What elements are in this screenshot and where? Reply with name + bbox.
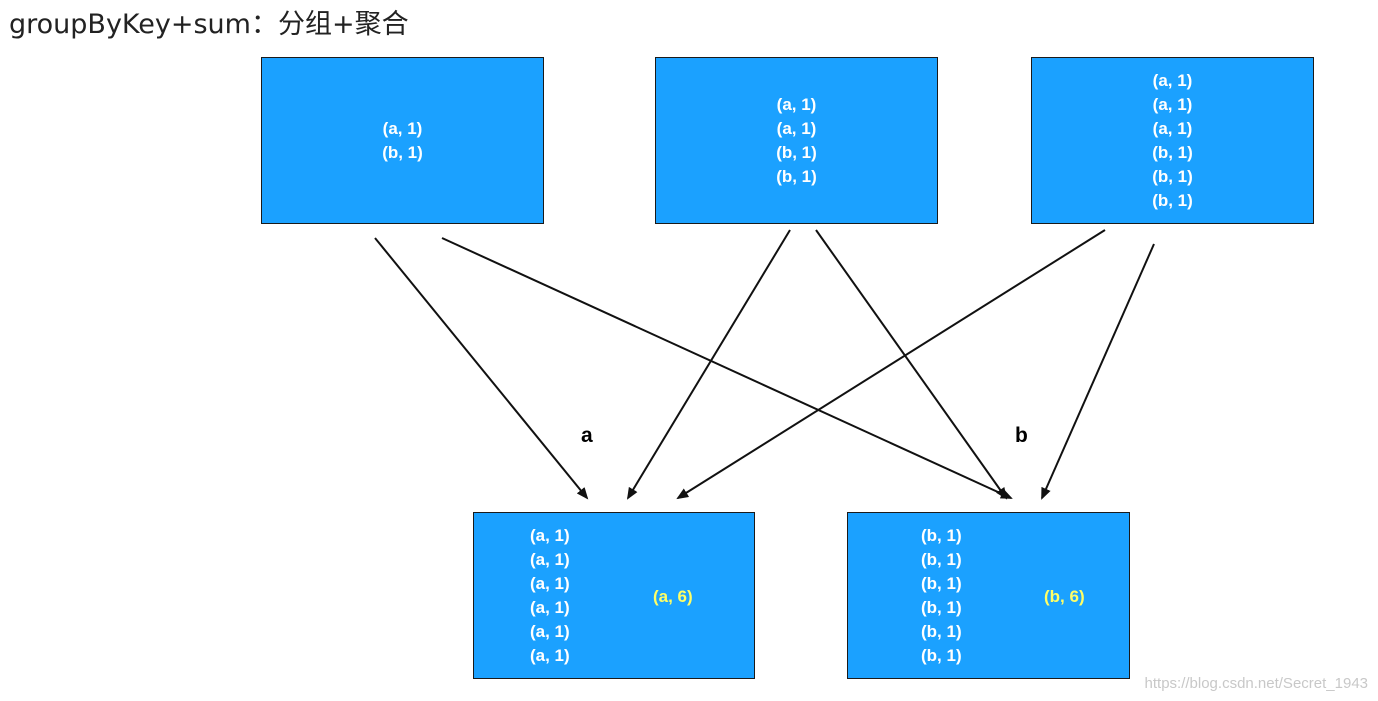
record: (b, 1) bbox=[921, 597, 962, 617]
record: (a, 1) bbox=[382, 118, 423, 138]
arrow-p3-to-a bbox=[676, 229, 1106, 500]
record: (a, 1) bbox=[1152, 118, 1193, 138]
record: (a, 1) bbox=[530, 621, 570, 641]
arrow-p2-to-a bbox=[626, 229, 791, 500]
group-box-a: (a, 1) (a, 1) (a, 1) (a, 1) (a, 1) (a, 1… bbox=[473, 512, 755, 679]
record: (a, 1) bbox=[530, 525, 570, 545]
partition-3-records: (a, 1) (a, 1) (a, 1) (b, 1) (b, 1) (b, 1… bbox=[1032, 58, 1313, 223]
partition-1-records: (a, 1) (b, 1) bbox=[262, 58, 543, 223]
group-b-records: (b, 1) (b, 1) (b, 1) (b, 1) (b, 1) (b, 1… bbox=[921, 513, 962, 678]
record: (b, 1) bbox=[921, 549, 962, 569]
record: (a, 1) bbox=[530, 645, 570, 665]
watermark: https://blog.csdn.net/Secret_1943 bbox=[1144, 675, 1368, 692]
arrow-p1-to-a bbox=[374, 237, 589, 500]
arrow-p1-to-b bbox=[441, 237, 1013, 499]
record: (b, 1) bbox=[921, 645, 962, 665]
partition-box-2: (a, 1) (a, 1) (b, 1) (b, 1) bbox=[655, 57, 938, 224]
record: (b, 1) bbox=[921, 621, 962, 641]
record: (b, 1) bbox=[382, 142, 423, 162]
record: (a, 1) bbox=[776, 94, 817, 114]
group-box-b: (b, 1) (b, 1) (b, 1) (b, 1) (b, 1) (b, 1… bbox=[847, 512, 1130, 679]
partition-box-1: (a, 1) (b, 1) bbox=[261, 57, 544, 224]
record: (a, 1) bbox=[1152, 70, 1193, 90]
group-a-result: (a, 6) bbox=[653, 587, 693, 606]
record: (b, 1) bbox=[1152, 142, 1193, 162]
group-key-label-a: a bbox=[581, 424, 593, 447]
arrow-p3-to-b bbox=[1041, 243, 1155, 500]
record: (a, 1) bbox=[776, 118, 817, 138]
record: (b, 1) bbox=[921, 573, 962, 593]
group-a-records: (a, 1) (a, 1) (a, 1) (a, 1) (a, 1) (a, 1… bbox=[530, 513, 570, 678]
record: (b, 1) bbox=[921, 525, 962, 545]
record: (a, 1) bbox=[530, 573, 570, 593]
record: (a, 1) bbox=[530, 549, 570, 569]
group-b-result: (b, 6) bbox=[1044, 587, 1085, 606]
record: (a, 1) bbox=[530, 597, 570, 617]
record: (a, 1) bbox=[1152, 94, 1193, 114]
partition-box-3: (a, 1) (a, 1) (a, 1) (b, 1) (b, 1) (b, 1… bbox=[1031, 57, 1314, 224]
record: (b, 1) bbox=[1152, 190, 1193, 210]
record: (b, 1) bbox=[776, 166, 817, 186]
arrow-p2-to-b bbox=[815, 229, 1008, 500]
partition-2-records: (a, 1) (a, 1) (b, 1) (b, 1) bbox=[656, 58, 937, 223]
record: (b, 1) bbox=[776, 142, 817, 162]
group-key-label-b: b bbox=[1015, 424, 1028, 447]
record: (b, 1) bbox=[1152, 166, 1193, 186]
page-title: groupByKey+sum：分组+聚合 bbox=[9, 9, 409, 40]
